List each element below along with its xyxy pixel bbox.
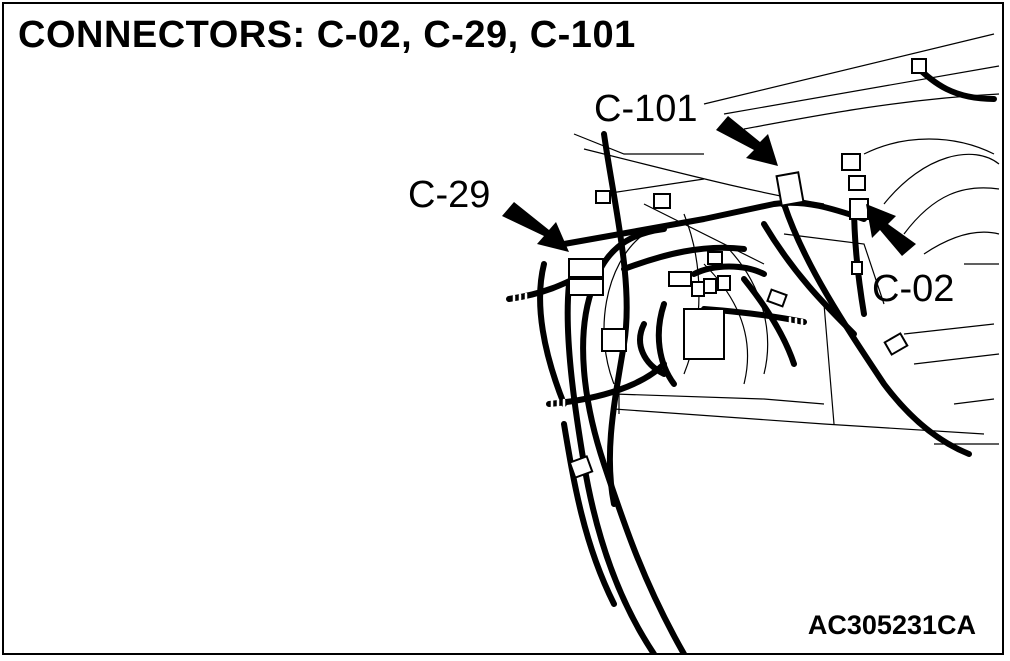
connector-c29-lower [568, 278, 604, 296]
arrow-c02 [866, 204, 916, 256]
connector-lower-right [883, 332, 909, 356]
connector-c101 [775, 171, 805, 207]
connector-upper-mid [653, 193, 671, 209]
connectors [568, 58, 927, 479]
connector-cluster-c [691, 281, 705, 297]
corrugated-tube-ends [512, 292, 804, 608]
arrow-c29 [502, 202, 569, 252]
figure-id: AC305231CA [807, 610, 976, 640]
connector-top-right-2 [848, 175, 866, 191]
callout-label-c29: C-29 [408, 174, 491, 216]
connector-cluster-a [703, 278, 717, 294]
callout-label-c101: C-101 [594, 88, 698, 130]
connector-top-right [841, 153, 861, 171]
connector-mid-right [766, 288, 788, 308]
relay-box [683, 308, 725, 360]
arrow-c101 [716, 116, 778, 166]
connector-c29-upper [568, 258, 604, 278]
connector-upper-left [595, 190, 611, 204]
callout-label-c02: C-02 [872, 268, 955, 310]
connector-bottom-left [568, 455, 594, 479]
callout-arrows [502, 116, 916, 256]
connector-cluster-b [717, 275, 731, 291]
wiring-harness-drawing [502, 33, 1000, 653]
connector-c02 [849, 198, 869, 220]
diagram-title: CONNECTORS: C-02, C-29, C-101 [18, 14, 636, 56]
connector-c02-lower [851, 261, 863, 275]
connector-cluster-e [707, 251, 723, 265]
connector-mid-left [601, 328, 627, 352]
connector-cluster-d [668, 271, 692, 287]
connector-top-corner [911, 58, 927, 74]
